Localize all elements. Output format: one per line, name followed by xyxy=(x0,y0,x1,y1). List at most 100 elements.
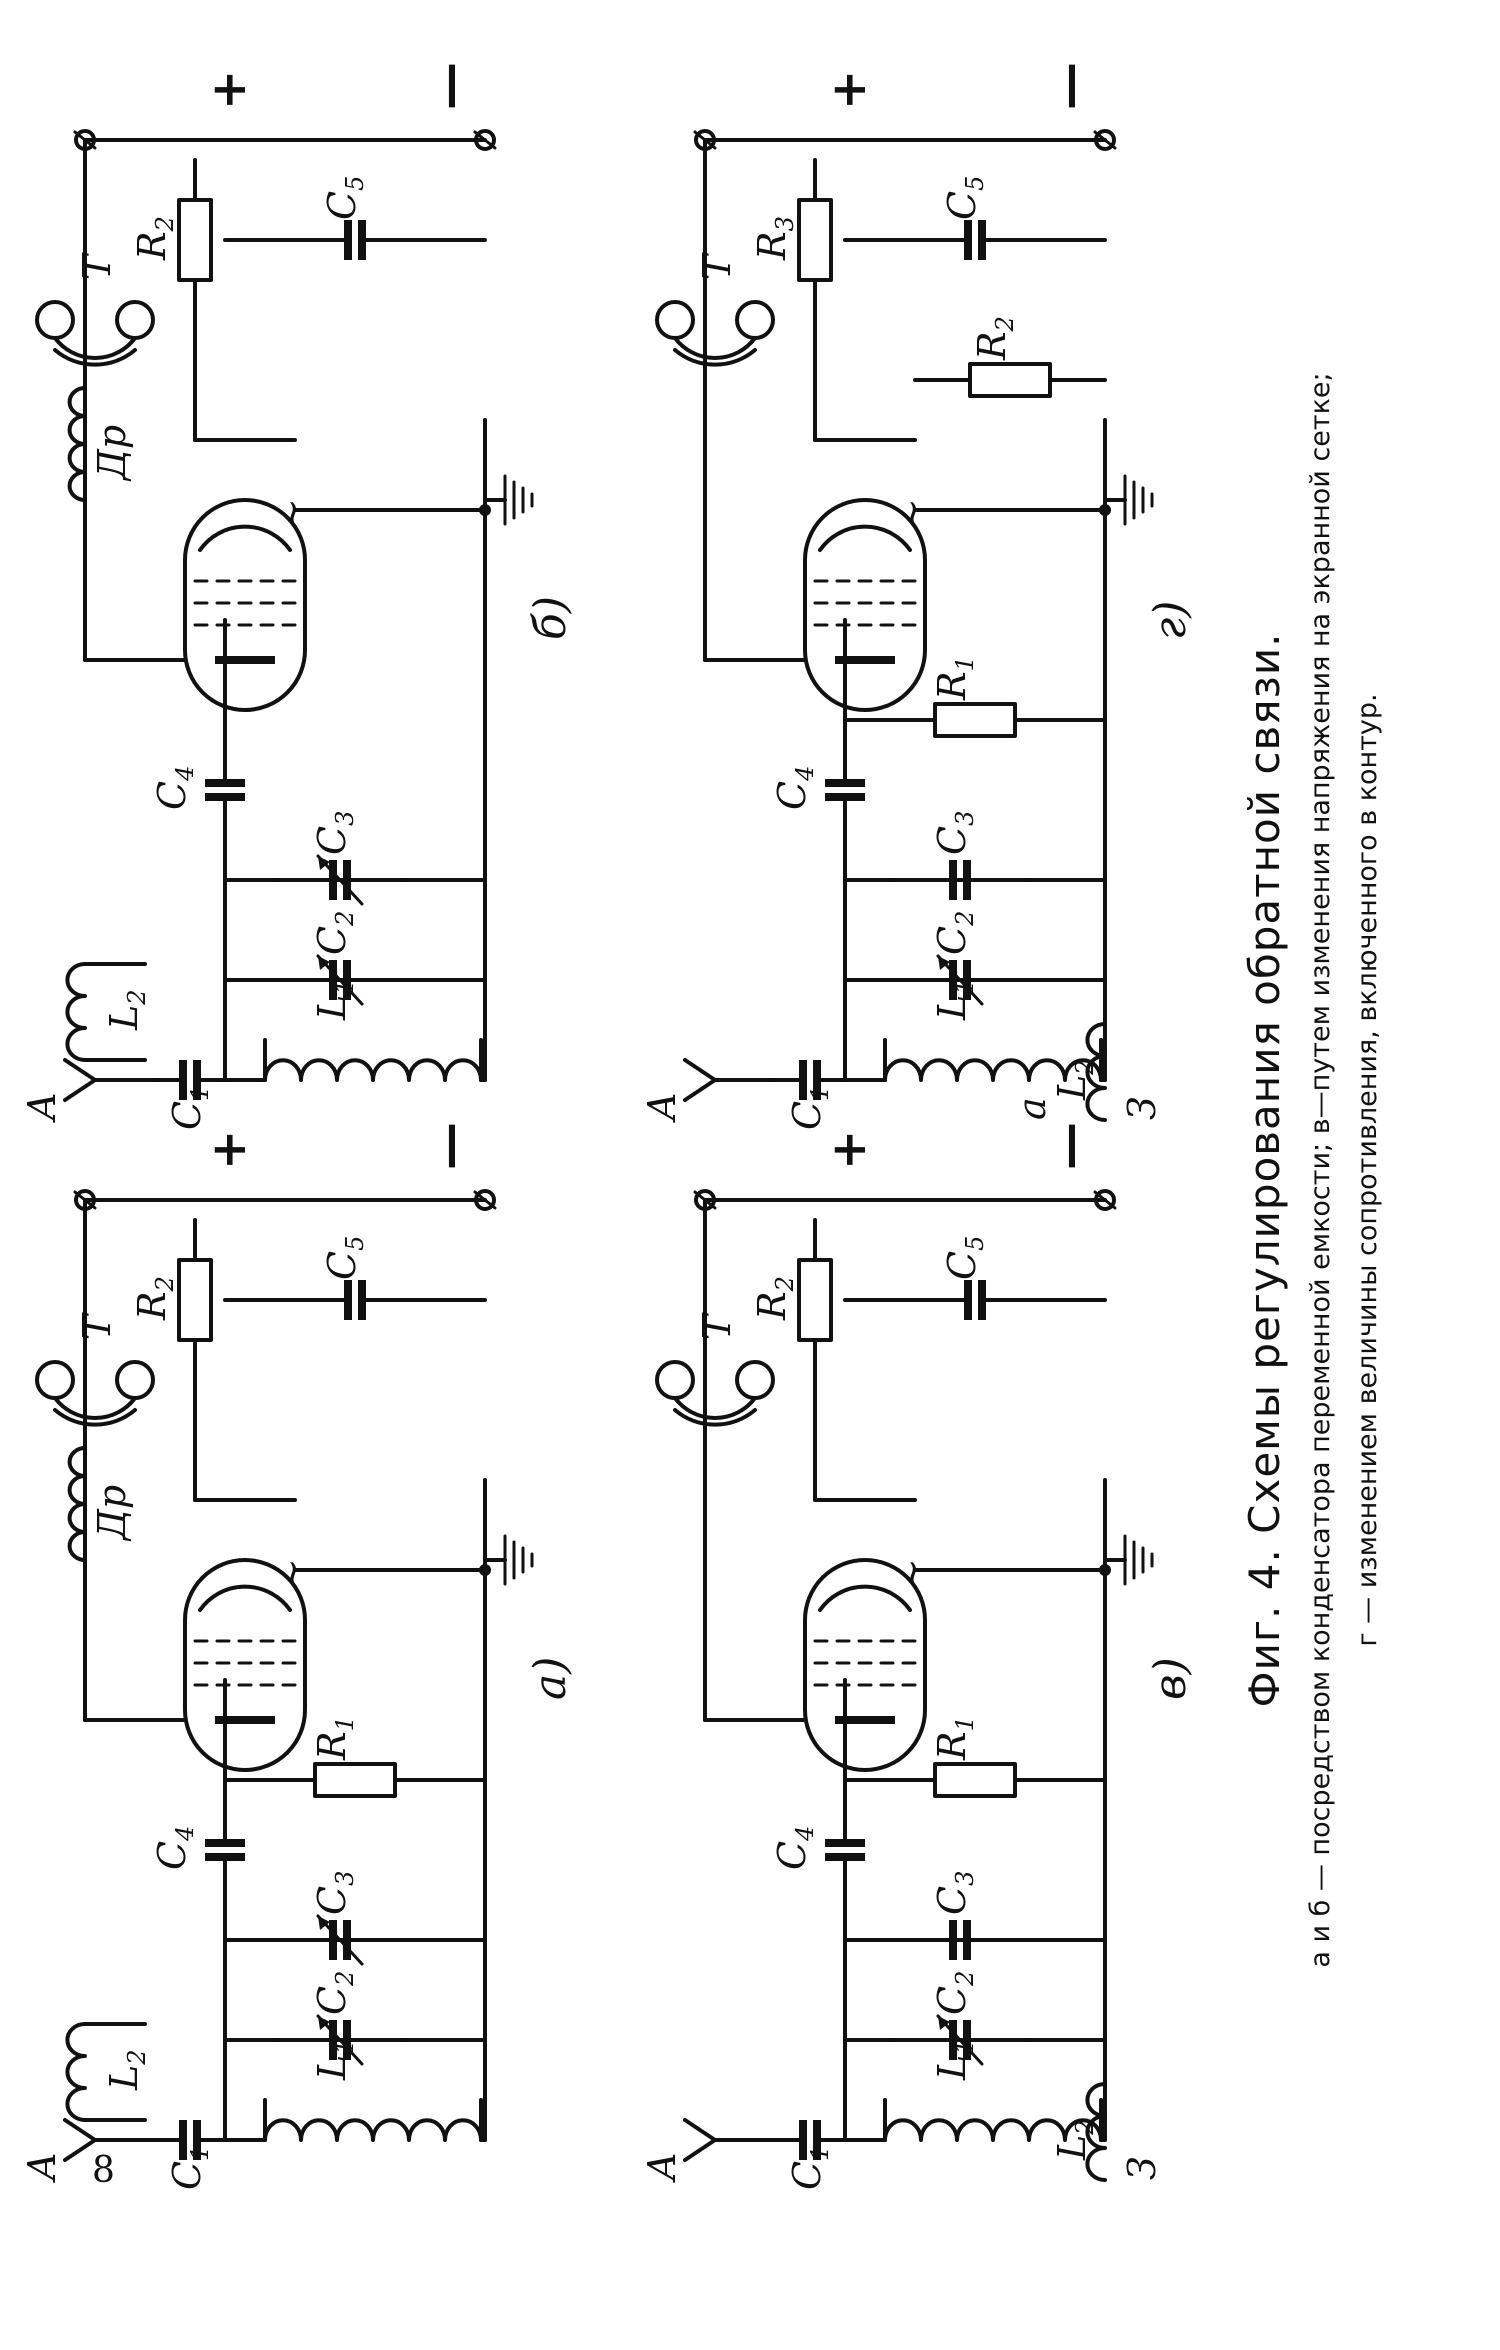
c4-label: C4 xyxy=(150,1826,199,1870)
figure-caption: Фиг. 4. Схемы регулирования обратной свя… xyxy=(1240,150,1383,2190)
phone-earpiece-icon xyxy=(735,300,775,340)
coil-icon xyxy=(263,1058,483,1082)
c3-label: C3 xyxy=(930,1871,979,1915)
arrow-icon xyxy=(318,2016,330,2030)
supply-resistor-label: R2 xyxy=(130,1276,179,1321)
arrow-icon xyxy=(938,956,950,970)
heater-icon: ~ xyxy=(270,498,314,530)
coil-icon xyxy=(67,386,87,502)
arrow-icon xyxy=(318,856,330,870)
r1-label: R1 xyxy=(930,1716,979,1761)
diagram-letter: а) xyxy=(525,1657,576,1700)
c2-label: C2 xyxy=(310,911,359,955)
coil-icon xyxy=(883,2118,1103,2142)
resistor-icon xyxy=(177,1258,213,1342)
page-number: 8 xyxy=(92,2150,115,2191)
junction-dot xyxy=(479,504,491,516)
headband-icon xyxy=(673,348,757,367)
wire xyxy=(683,2118,717,2162)
heater-icon: ~ xyxy=(890,1558,934,1590)
c5-label: C5 xyxy=(940,1236,989,1280)
junction-dot xyxy=(1099,504,1111,516)
terminal-icon xyxy=(1094,129,1116,151)
terminal-icon xyxy=(474,1189,496,1211)
l2-coil xyxy=(1085,1022,1107,1122)
choke-coil xyxy=(67,386,87,502)
wire xyxy=(1093,130,1117,150)
heater-icon: ~ xyxy=(890,498,934,530)
tap-label: а xyxy=(1010,1097,1054,1120)
cathode-icon xyxy=(198,524,292,552)
c4-label: C4 xyxy=(770,766,819,810)
headband-icon xyxy=(53,1396,137,1420)
antenna-label: A xyxy=(640,2153,684,2183)
c5-label: C5 xyxy=(320,1236,369,1280)
l2-coil xyxy=(1085,2082,1107,2182)
plus-sign: + xyxy=(201,70,257,110)
diagram-letter: г) xyxy=(1145,601,1196,640)
wire xyxy=(73,1190,97,1210)
wire xyxy=(693,1190,717,1210)
phone-earpiece-icon xyxy=(115,1360,155,1400)
resistor-icon xyxy=(933,702,1017,738)
tube-envelope-icon xyxy=(183,1558,307,1772)
diagram-letter: в) xyxy=(1145,1657,1196,1700)
terminal-icon xyxy=(694,1189,716,1211)
plus-sign: + xyxy=(821,70,877,110)
wire xyxy=(63,2118,97,2162)
l1-coil xyxy=(883,1058,1103,1082)
antenna-label: A xyxy=(20,1093,64,1123)
resistor-icon xyxy=(968,362,1052,398)
minus-sign: — xyxy=(421,1122,477,1170)
supply-resistor-label: R3 xyxy=(750,216,799,261)
coil-icon xyxy=(65,2022,87,2122)
l2-label: L2 xyxy=(102,2049,151,2091)
c1-label: C1 xyxy=(165,1086,214,1130)
l2-coil xyxy=(65,962,87,1062)
phone-earpiece-icon xyxy=(35,300,75,340)
wire xyxy=(473,1190,497,1210)
ground-label: З xyxy=(1120,2156,1164,2180)
resistor-icon xyxy=(313,1762,397,1798)
wire xyxy=(1093,1190,1117,1210)
c2-label: C2 xyxy=(930,1971,979,2015)
supply-resistor-label: R2 xyxy=(130,216,179,261)
terminal-icon xyxy=(74,1189,96,1211)
heater-icon: ~ xyxy=(270,1558,314,1590)
coil-icon xyxy=(67,1446,87,1562)
arrow-icon xyxy=(318,1916,330,1930)
tube-envelope-icon xyxy=(183,498,307,712)
plus-sign: + xyxy=(201,1130,257,1170)
phones-label: T xyxy=(75,1312,119,1340)
cathode-icon xyxy=(198,1584,292,1612)
tube-envelope-icon xyxy=(803,498,927,712)
terminal-icon xyxy=(74,129,96,151)
caption-line-2: г — изменением величины сопротивления, в… xyxy=(1352,693,1383,1647)
phone-earpiece-icon xyxy=(655,1360,695,1400)
r1-label: R1 xyxy=(310,1716,359,1761)
tube-envelope-icon xyxy=(803,1558,927,1772)
caption-line-1: а и б — посредством конденсатора перемен… xyxy=(1305,372,1336,1968)
wire xyxy=(73,130,97,150)
plus-sign: + xyxy=(821,1130,877,1170)
r2-label: R2 xyxy=(970,316,1019,361)
l1-coil xyxy=(263,1058,483,1082)
antenna-label: A xyxy=(20,2153,64,2183)
coil-icon xyxy=(1085,2082,1107,2182)
headband-icon xyxy=(673,1408,757,1427)
c1-label: C1 xyxy=(785,2146,834,2190)
minus-sign: — xyxy=(1041,62,1097,110)
c5-label: C5 xyxy=(940,176,989,220)
wire xyxy=(63,1058,97,1102)
phone-earpiece-icon xyxy=(655,300,695,340)
choke-coil xyxy=(67,1446,87,1562)
phones-label: T xyxy=(695,252,739,280)
coil-icon xyxy=(883,1058,1103,1082)
c5-label: C5 xyxy=(320,176,369,220)
r1-label: R1 xyxy=(930,656,979,701)
